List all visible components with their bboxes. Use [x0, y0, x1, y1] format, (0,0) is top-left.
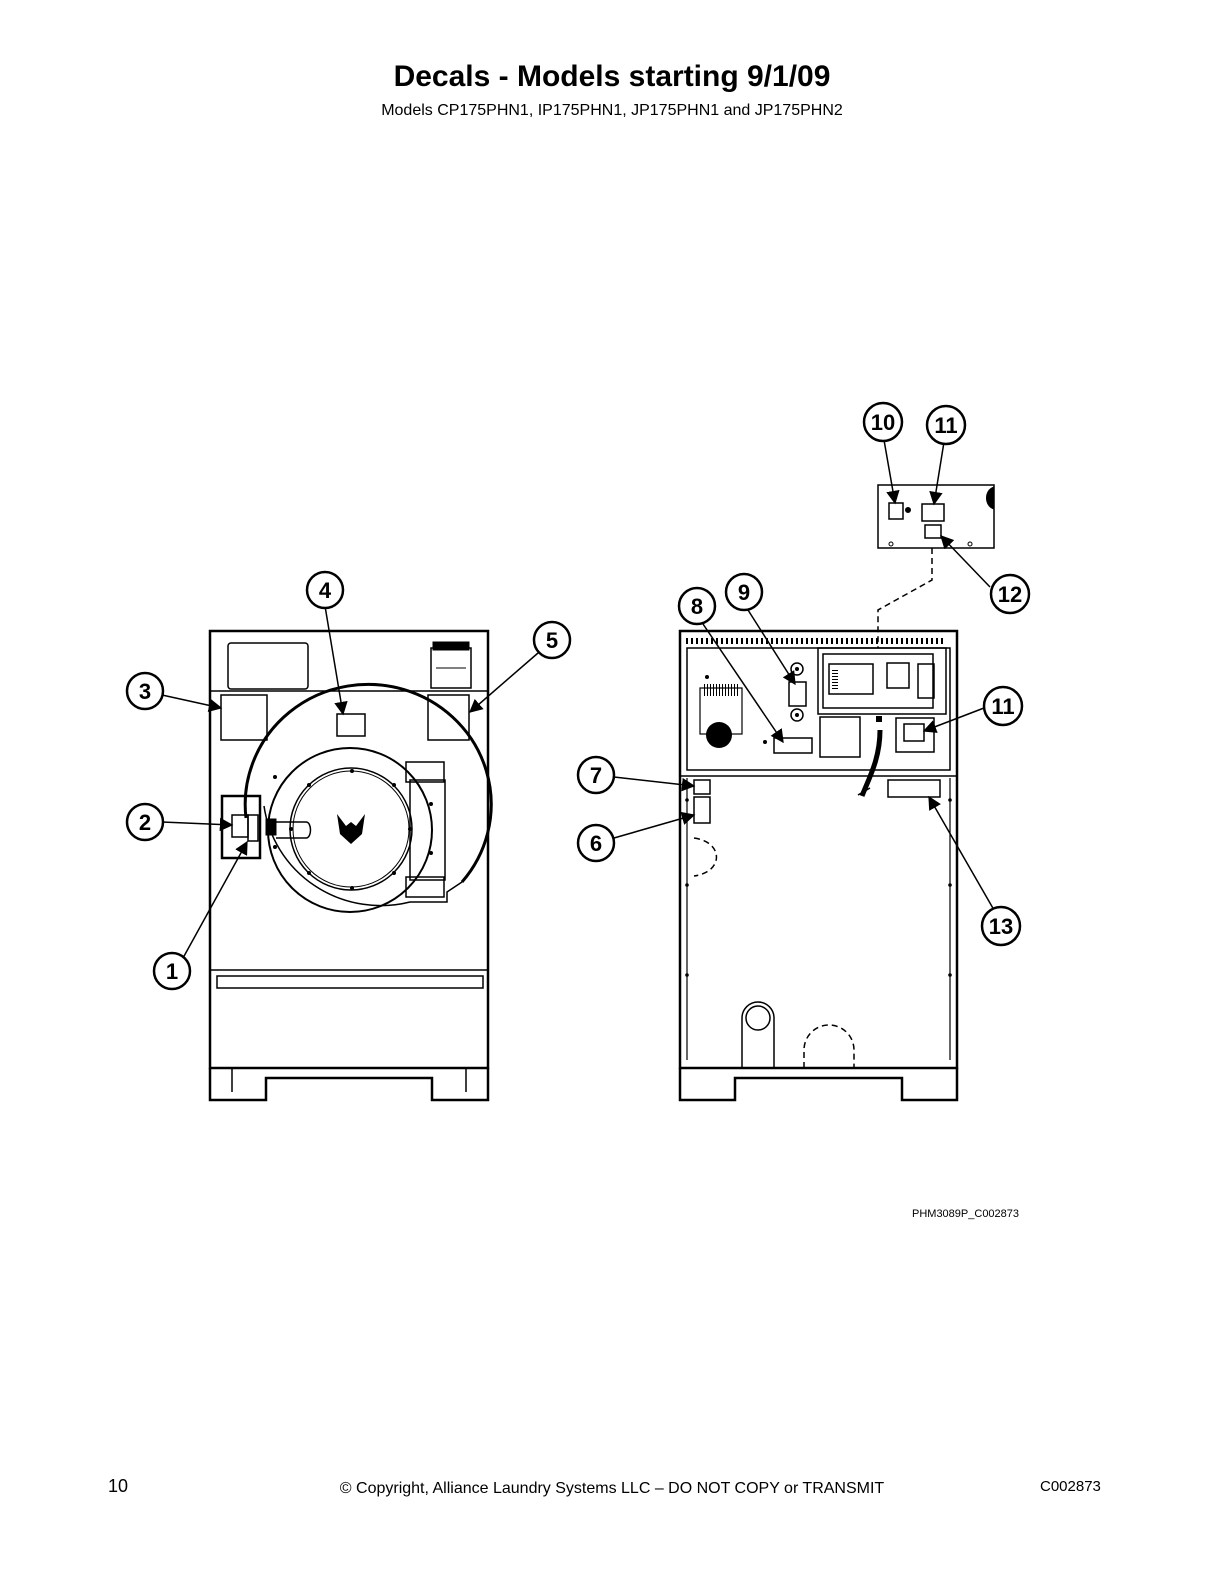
control-board-link [877, 548, 933, 648]
callout-3: 3 [125, 671, 165, 711]
callout-8-label: 8 [691, 594, 703, 619]
callout-5: 5 [532, 620, 572, 660]
decal-7-location [693, 779, 711, 795]
decal-6-location [693, 796, 711, 824]
front-cabinet [208, 629, 490, 1070]
callout-1-label: 1 [166, 959, 178, 984]
page-title: Decals - Models starting 9/1/09 [393, 60, 831, 93]
door-hinge-top [405, 761, 445, 783]
rear-view-details [685, 667, 952, 977]
page-subtitle: Models CP175PHN1, IP175PHN1, JP175PHN1 a… [381, 102, 843, 119]
front-view-details [273, 769, 433, 890]
rear-view-machine [678, 548, 959, 1102]
callout-11-board-label: 11 [934, 413, 957, 438]
callout-12-label: 12 [998, 582, 1022, 607]
door-outer-ring [243, 682, 493, 883]
figure-reference: PHM3089P_C002873 [912, 1208, 1020, 1220]
decal-13-location [887, 779, 941, 798]
decal-12-location [924, 524, 942, 539]
callout-9: 9 [724, 572, 764, 612]
callout-10: 10 [862, 401, 904, 443]
callout-1: 1 [152, 951, 192, 991]
rear-power-cord [859, 729, 883, 797]
callout-11-board: 11 [925, 404, 967, 446]
callout-7: 7 [576, 755, 616, 795]
callout-6-label: 6 [590, 831, 602, 856]
decal-11-rear-location [903, 723, 925, 742]
decal-9-location [788, 681, 807, 707]
callout-11-rear-label: 11 [991, 694, 1014, 719]
rear-base-frame [678, 1068, 959, 1102]
copyright-notice: © Copyright, Alliance Laundry Systems LL… [339, 1480, 885, 1497]
decal-5-location [427, 694, 470, 741]
callout-8: 8 [677, 586, 717, 626]
page-number: 10 [108, 1476, 129, 1496]
callout-2-label: 2 [139, 810, 151, 835]
callout-5-label: 5 [546, 628, 558, 653]
callout-4: 4 [305, 570, 345, 610]
callout-13: 13 [980, 905, 1022, 947]
rear-drain-outlet [741, 1001, 775, 1068]
callout-11-rear: 11 [982, 685, 1024, 727]
decal-10-location [888, 502, 904, 520]
decal-11-board-location [921, 503, 945, 522]
front-control-window [227, 642, 309, 690]
rear-control-box [817, 647, 947, 715]
control-board-outline [877, 484, 995, 549]
callout-10-label: 10 [871, 410, 895, 435]
callout-9-label: 9 [738, 580, 750, 605]
decal-8-location [773, 737, 813, 754]
callout-12: 12 [989, 573, 1031, 615]
decal-3-location [220, 694, 268, 741]
callout-4-label: 4 [319, 578, 332, 603]
callout-6: 6 [576, 823, 616, 863]
document-code: C002873 [1040, 1478, 1101, 1495]
callout-7-label: 7 [590, 763, 602, 788]
front-base-frame [208, 1068, 490, 1102]
front-view-machine [208, 629, 493, 1102]
callout-13-label: 13 [989, 914, 1013, 939]
front-kick-panel [216, 975, 484, 989]
decal-4-location [336, 713, 366, 737]
door-lock-body [220, 794, 262, 860]
callout-3-label: 3 [139, 679, 151, 704]
door-hinge-bottom [405, 876, 445, 898]
leader-lines [161, 439, 995, 959]
callout-2: 2 [125, 802, 165, 842]
rear-cabinet [678, 629, 959, 1070]
